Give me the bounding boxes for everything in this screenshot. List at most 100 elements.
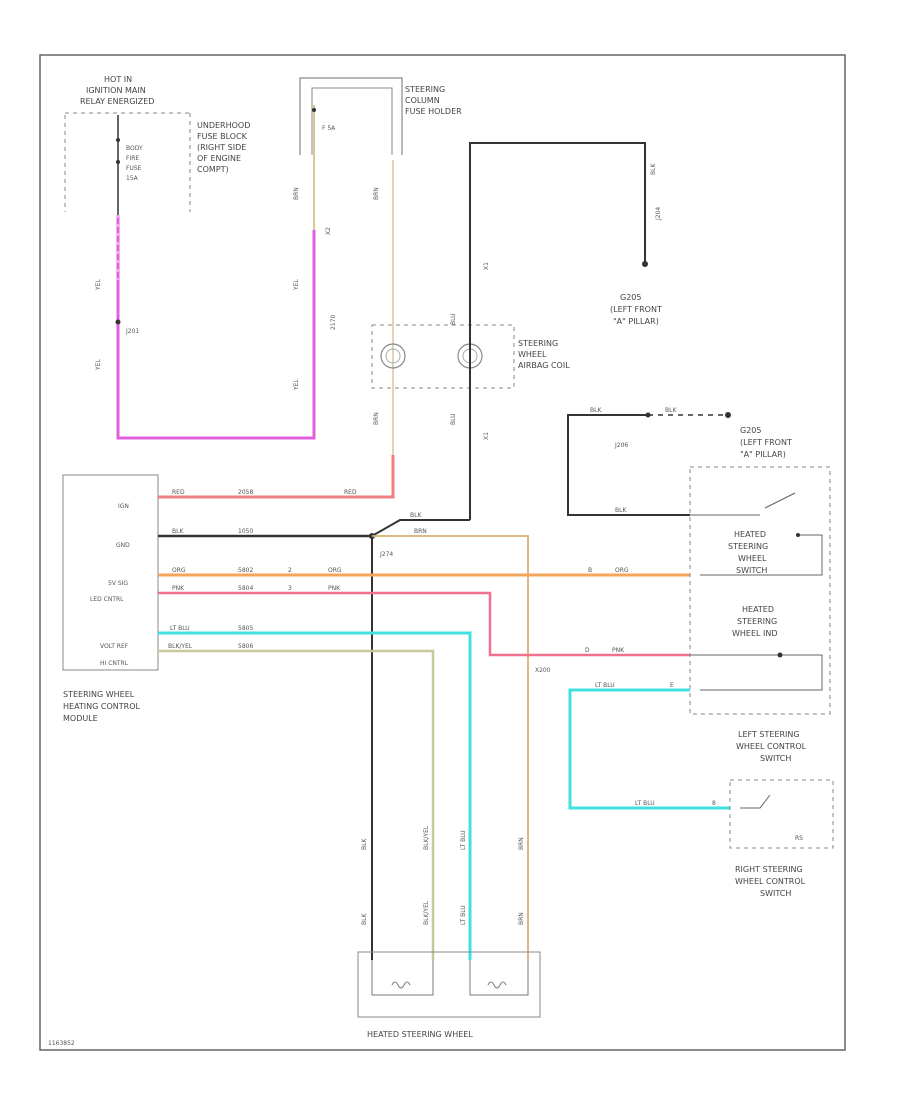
hsw-switch-label-3: WHEEL xyxy=(738,554,767,563)
column-fuse-label-2: COLUMN xyxy=(405,96,440,105)
right-control-label-3: SWITCH xyxy=(760,889,791,898)
wire-black-g205-right xyxy=(567,414,690,516)
g205-right-label-2: (LEFT FRONT xyxy=(740,438,792,447)
diagram-frame xyxy=(39,54,846,1051)
column-fuse-label-1: STEERING xyxy=(405,85,445,94)
airbag-coil-label-3: AIRBAG COIL xyxy=(518,361,570,370)
wire-brn-v-label: BRN xyxy=(518,837,525,850)
wire-pink xyxy=(116,215,316,440)
splice-j201 xyxy=(115,319,121,325)
hsw-switch-dot xyxy=(796,533,800,537)
left-control-label-1: LEFT STEERING xyxy=(738,730,800,739)
right-switch-rs: RS xyxy=(795,835,803,842)
splice-j204-label: J204 xyxy=(655,207,662,221)
wire-pnk-label-1: PNK xyxy=(172,585,185,592)
wire-org-pin: 2 xyxy=(288,567,292,574)
wire-x4-label: X2 xyxy=(325,227,332,235)
hsw-switch-contact xyxy=(764,492,796,509)
hsw-switch-wire-r xyxy=(700,534,823,576)
wire-gnd-circuit: 1050 xyxy=(238,528,253,535)
wire-pink-label-3: YEL xyxy=(293,279,300,291)
wire-pnk-label-3: PNK xyxy=(612,647,625,654)
underhood-label-4: OF ENGINE xyxy=(197,154,241,163)
hsw-ind-dot xyxy=(777,652,783,658)
wire-ltblu-label-r2: LT BLU xyxy=(635,800,655,807)
wire-blk-v-label-2: BLK xyxy=(361,913,368,925)
wire-pink-circuit: 2170 xyxy=(330,315,337,330)
airbag-coil-label-1: STEERING xyxy=(518,339,558,348)
underhood-label-2: FUSE BLOCK xyxy=(197,132,248,141)
module-label-3: MODULE xyxy=(63,714,98,723)
heater-coil-left xyxy=(391,981,411,989)
module-pin-ign: IGN xyxy=(118,503,129,510)
wire-olive-hi xyxy=(158,649,435,960)
left-control-switch-box xyxy=(689,466,831,715)
left-control-label-2: WHEEL CONTROL xyxy=(736,742,807,751)
heater-coil-right xyxy=(487,981,507,989)
wire-blk-v-label: BLK xyxy=(361,838,368,850)
ground-g205-right-dot xyxy=(725,412,731,418)
airbag-coil-label-2: WHEEL xyxy=(518,350,547,359)
heated-wheel-label: HEATED STEERING WHEEL xyxy=(367,1030,473,1039)
hsw-switch-label-4: SWITCH xyxy=(736,566,767,575)
module-label-1: STEERING WHEEL xyxy=(63,690,135,699)
connector-x200-label: X200 xyxy=(535,667,551,674)
wire-pink-label-2: YEL xyxy=(95,359,102,371)
wire-x1-label-2: X1 xyxy=(483,432,490,440)
wire-org-circuit: 5802 xyxy=(238,567,253,574)
right-control-label-1: RIGHT STEERING xyxy=(735,865,803,874)
wire-ltblu-circuit: 5805 xyxy=(238,625,253,632)
wire-org-pin-r: B xyxy=(588,567,592,574)
body-fuse-label-2: FIRE xyxy=(126,155,139,162)
heated-wheel-box xyxy=(357,951,541,1018)
hsw-ind-label-3: WHEEL IND xyxy=(732,629,778,638)
wire-red-label-3: RED xyxy=(344,489,357,496)
right-control-label-2: WHEEL CONTROL xyxy=(735,877,806,886)
body-fuse-label-4: 15A xyxy=(126,175,139,182)
wire-brn-v-label-2: BRN xyxy=(518,912,525,925)
wire-blkyel-label-1: BLK/YEL xyxy=(168,643,193,650)
g205-top-label-3: "A" PILLAR) xyxy=(613,317,659,326)
wire-org-label-2: ORG xyxy=(328,567,342,574)
hsw-ind-wire xyxy=(690,654,823,691)
hsw-ind-label-2: STEERING xyxy=(737,617,777,626)
hot-in-label-2: IGNITION MAIN xyxy=(86,86,146,95)
wire-ltblu-v-label: LT BLU xyxy=(460,830,467,850)
hot-in-label-1: HOT IN xyxy=(104,75,132,84)
heater-element-right xyxy=(469,960,529,996)
body-fuse-dot-top xyxy=(116,138,120,142)
wire-blk-label-r1: BLK xyxy=(590,407,602,414)
wire-cyan-right xyxy=(568,688,730,810)
wire-pink-label-1: YEL xyxy=(95,279,102,291)
g205-right-label-1: G205 xyxy=(740,426,761,435)
body-fuse-label-1: BODY xyxy=(126,145,143,152)
wire-ltblu-label-r1: LT BLU xyxy=(595,682,615,689)
wire-red-label-2: 2058 xyxy=(238,489,253,496)
wire-rose xyxy=(158,591,690,657)
right-control-switch-box xyxy=(729,779,834,849)
underhood-label-1: UNDERHOOD xyxy=(197,121,250,130)
wire-ltblu-v-label-2: LT BLU xyxy=(460,905,467,925)
left-control-label-3: SWITCH xyxy=(760,754,791,763)
wire-tan-label-2: BRN xyxy=(373,412,380,425)
wire-pnk-label-2: PNK xyxy=(328,585,341,592)
wire-pnk-pin: 3 xyxy=(288,585,292,592)
airbag-coil-left-inner xyxy=(385,348,401,364)
splice-j274-label: J274 xyxy=(379,551,393,558)
g205-top-label-1: G205 xyxy=(620,293,641,302)
wire-red-label-1: RED xyxy=(172,489,185,496)
wire-ltblu-pin-r2: 8 xyxy=(712,800,716,807)
module-label-2: HEATING CONTROL xyxy=(63,702,141,711)
right-switch-contact xyxy=(740,794,771,809)
module-pin-vref: VOLT REF xyxy=(100,643,129,650)
splice-j201-label: J201 xyxy=(125,328,139,335)
module-pin-5v: 5V SIG xyxy=(108,580,128,587)
body-fuse-dot-bottom xyxy=(116,160,120,164)
module-pin-led: LED CNTRL xyxy=(90,596,124,603)
splice-j206-label: J206 xyxy=(614,442,628,449)
wire-cyan-vref xyxy=(158,631,472,960)
wire-blu-label-2: BLU xyxy=(450,413,457,425)
fuse-holder-box xyxy=(299,77,403,155)
wire-brn-label-1: BRN xyxy=(293,187,300,200)
